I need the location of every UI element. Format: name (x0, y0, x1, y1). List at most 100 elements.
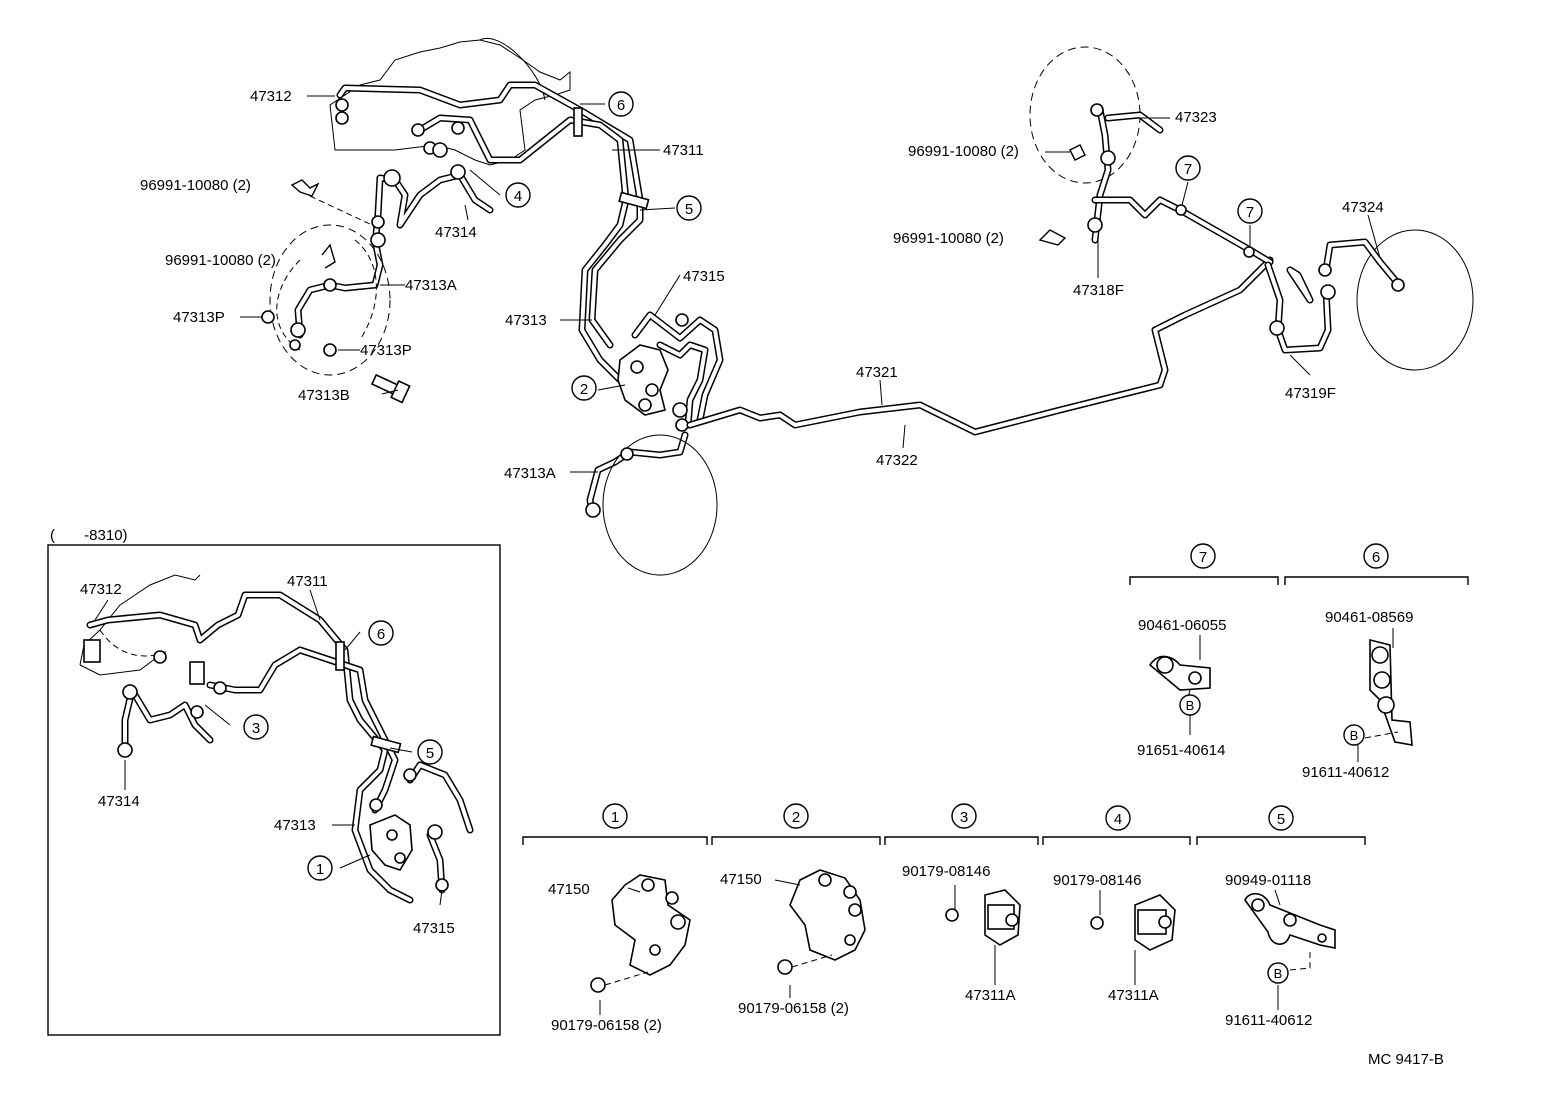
callout-4-detail: 4 (1105, 805, 1131, 831)
label-inset-range: ( -8310) (50, 527, 128, 544)
label-47318F: 47318F (1073, 282, 1124, 299)
svg-text:2: 2 (580, 381, 588, 398)
label-96991-b: 96991-10080 (2) (165, 252, 276, 269)
label-d7-screw: 91651-40614 (1137, 742, 1225, 759)
callout-6-inset: 6 (368, 620, 394, 646)
callout-5-inset: 5 (417, 739, 443, 765)
label-code: MC 9417-B (1368, 1051, 1444, 1068)
label-47315: 47315 (683, 268, 725, 285)
callout-2-detail: 2 (783, 803, 809, 829)
svg-text:5: 5 (426, 745, 434, 762)
label-leaders (94, 95, 1394, 1015)
callout-1-inset: 1 (307, 855, 333, 881)
callout-7-b: 7 (1237, 198, 1263, 224)
proportioning-valve-2 (617, 344, 669, 416)
callout-6-detail: 6 (1363, 543, 1389, 569)
label-47313-inset: 47313 (274, 817, 316, 834)
callout-7-a: 7 (1175, 155, 1201, 181)
label-d2-valve: 47150 (720, 871, 762, 888)
svg-text:B: B (1274, 966, 1283, 981)
brake-pipe-47315 (631, 311, 724, 432)
svg-text:1: 1 (316, 861, 324, 878)
svg-text:B: B (1186, 698, 1195, 713)
label-47314-inset: 47314 (98, 793, 140, 810)
label-47313P-b: 47313P (360, 342, 412, 359)
label-47323: 47323 (1175, 109, 1217, 126)
callout-1-detail: 1 (602, 803, 628, 829)
clip-96991-a (290, 179, 373, 269)
callout-4-top: 4 (505, 182, 531, 208)
rear-wheel-right (1264, 229, 1474, 371)
label-d4-nut: 90179-08146 (1053, 872, 1141, 889)
label-d7-bolt: 90461-06055 (1138, 617, 1226, 634)
label-d3-union: 47311A (965, 987, 1016, 1004)
svg-text:3: 3 (252, 720, 260, 737)
label-d4-union: 47311A (1108, 987, 1159, 1004)
detail-brackets (522, 576, 1469, 845)
svg-text:6: 6 (377, 626, 385, 643)
label-47319F: 47319F (1285, 385, 1336, 402)
callout-2-top: 2 (571, 375, 597, 401)
label-47313B: 47313B (298, 387, 350, 404)
label-47313: 47313 (505, 312, 547, 329)
svg-text:5: 5 (685, 201, 693, 218)
inset-drawing (79, 574, 474, 904)
callout-5-top: 5 (676, 195, 702, 221)
small-parts-47313 (261, 310, 411, 404)
callout-7-detail: 7 (1190, 543, 1216, 569)
svg-text:1: 1 (611, 809, 619, 826)
detail-2-valve (777, 869, 866, 975)
callout-6-top: 6 (608, 91, 634, 117)
svg-text:6: 6 (617, 97, 625, 114)
label-47311: 47311 (663, 142, 704, 159)
detail-3-union (945, 889, 1021, 946)
label-47311-inset: 47311 (287, 573, 328, 590)
part-labels: 47312 47311 47314 96991-10080 (2) 96991-… (50, 88, 1444, 1068)
svg-text:7: 7 (1199, 549, 1207, 566)
label-d6-bolt: 90461-08569 (1325, 609, 1413, 626)
svg-text:4: 4 (1114, 811, 1122, 828)
svg-text:2: 2 (792, 809, 800, 826)
label-96991-d: 96991-10080 (2) (893, 230, 1004, 247)
label-d5-bolt: 90949-01118 (1225, 872, 1311, 889)
callout-3-inset: 3 (243, 714, 269, 740)
svg-text:7: 7 (1246, 204, 1254, 221)
detail-4-union (1090, 894, 1176, 951)
callout-5-detail: 5 (1268, 805, 1294, 831)
fittings-top-left (289, 98, 650, 351)
label-96991-c: 96991-10080 (2) (908, 143, 1019, 160)
label-d6-screw: 91611-40612 (1302, 764, 1389, 781)
detail-6-clamp (1369, 638, 1413, 746)
label-47322: 47322 (876, 452, 918, 469)
detail-1-valve (590, 874, 691, 993)
callout-3-detail: 3 (951, 803, 977, 829)
svg-text:4: 4 (514, 188, 522, 205)
detail-leaders (604, 689, 1399, 986)
detail-5-bracket (1244, 892, 1336, 949)
label-d5-screw: 91611-40612 (1225, 1012, 1312, 1029)
brake-hose-47313A-mid (585, 431, 718, 576)
callouts: 6 5 4 2 7 7 6 3 5 1 7 6 1 2 3 4 5 B B B (243, 91, 1389, 984)
label-47312-inset: 47312 (80, 581, 122, 598)
label-96991-a: 96991-10080 (2) (140, 177, 251, 194)
label-d2-nut: 90179-06158 (2) (738, 1000, 849, 1017)
inset-box (47, 544, 501, 1036)
label-47313P-a: 47313P (173, 309, 225, 326)
label-47313A-left: 47313A (405, 277, 457, 294)
label-d3-nut: 90179-08146 (902, 863, 990, 880)
svg-text:B: B (1350, 728, 1359, 743)
callout-b-6: B (1343, 724, 1365, 746)
callout-b-5: B (1267, 962, 1289, 984)
label-47312: 47312 (250, 88, 292, 105)
label-47315-inset: 47315 (413, 920, 455, 937)
label-d1-valve: 47150 (548, 881, 590, 898)
svg-text:3: 3 (960, 809, 968, 826)
label-47314: 47314 (435, 224, 477, 241)
svg-text:5: 5 (1277, 811, 1285, 828)
label-47321: 47321 (856, 364, 898, 381)
svg-text:7: 7 (1184, 161, 1192, 178)
label-47313A-mid: 47313A (504, 465, 556, 482)
label-d1-nut: 90179-06158 (2) (551, 1017, 662, 1034)
label-47324: 47324 (1342, 199, 1384, 216)
